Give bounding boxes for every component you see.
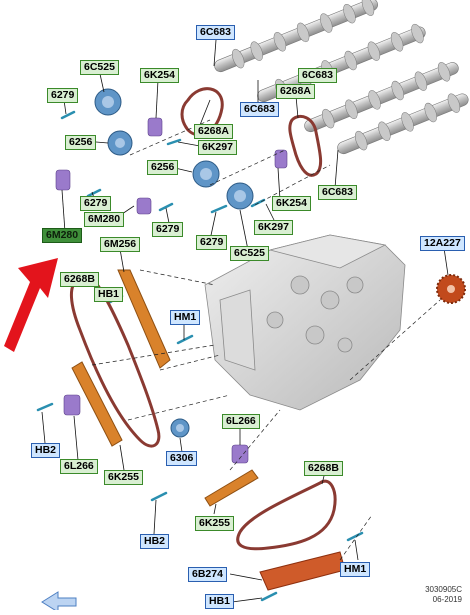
guide-right (204, 469, 259, 507)
label-6c525-top[interactable]: 6C525 (80, 60, 119, 75)
solenoid-right (274, 149, 288, 169)
label-6c683-top[interactable]: 6C683 (196, 25, 235, 40)
guide-bottom (259, 551, 346, 591)
label-hm1-upper[interactable]: HM1 (170, 310, 201, 325)
label-6279-top[interactable]: 6279 (47, 88, 79, 103)
label-6k254-top[interactable]: 6K254 (140, 68, 179, 83)
guide-left (71, 361, 123, 447)
label-6279-mid[interactable]: 6279 (152, 222, 184, 237)
camshaft-group (214, 0, 469, 155)
label-6k255-right[interactable]: 6K255 (195, 516, 234, 531)
label-6306[interactable]: 6306 (166, 451, 198, 466)
phaser-mid (192, 160, 220, 188)
label-6c683-right-a[interactable]: 6C683 (298, 68, 337, 83)
phaser-bolt-left (107, 130, 133, 156)
label-6268a-left[interactable]: 6268A (194, 124, 233, 139)
upper-chain-right (288, 115, 323, 177)
label-6c683-mid[interactable]: 6C683 (240, 102, 279, 117)
lower-chain-right (236, 479, 337, 551)
camshaft-3 (304, 62, 459, 133)
label-6m280-highlight[interactable]: 6M280 (42, 228, 83, 243)
phaser-lower (226, 182, 254, 210)
engine-block (204, 234, 406, 411)
label-6l266-right[interactable]: 6L266 (222, 414, 260, 429)
label-hm1-lower[interactable]: HM1 (340, 562, 371, 577)
label-6256-mid[interactable]: 6256 (147, 160, 179, 175)
label-6k297-lower[interactable]: 6K297 (254, 220, 293, 235)
document-number: 3030905C (425, 585, 462, 594)
lower-chain-left (70, 276, 161, 448)
label-6m256[interactable]: 6M256 (100, 237, 141, 252)
label-12a227[interactable]: 12A227 (420, 236, 465, 251)
document-date: 06-2019 (432, 595, 462, 604)
label-6256-left[interactable]: 6256 (65, 135, 97, 150)
label-6l266-left[interactable]: 6L266 (60, 459, 98, 474)
label-6279-lower[interactable]: 6279 (196, 235, 228, 250)
label-6k254-right[interactable]: 6K254 (272, 196, 311, 211)
label-hb2-lower[interactable]: HB2 (140, 534, 170, 549)
label-hb1-lower[interactable]: HB1 (205, 594, 235, 609)
crank-sprocket (436, 274, 466, 304)
guide-upper (117, 269, 171, 369)
camshaft-4 (337, 93, 469, 155)
label-hb1-upper[interactable]: HB1 (94, 287, 124, 302)
tensioner-left-body (63, 394, 81, 416)
label-hb2-left[interactable]: HB2 (31, 443, 61, 458)
label-6k297-top[interactable]: 6K297 (198, 140, 237, 155)
label-6279-mid-left[interactable]: 6279 (80, 196, 112, 211)
phaser-upper-left (94, 88, 122, 116)
tensioner-right-body (231, 444, 249, 464)
label-6b274[interactable]: 6B274 (188, 567, 227, 582)
camshaft-1 (214, 0, 378, 73)
red-arrow (4, 258, 58, 352)
label-6268b-right[interactable]: 6268B (304, 461, 343, 476)
label-6c683-lower[interactable]: 6C683 (318, 185, 357, 200)
label-6k255-left[interactable]: 6K255 (104, 470, 143, 485)
label-6268a-right[interactable]: 6268A (276, 84, 315, 99)
label-6c525-lower[interactable]: 6C525 (230, 246, 269, 261)
label-6m280[interactable]: 6M280 (84, 212, 125, 227)
view-direction-icon (41, 591, 77, 613)
solenoid-upper (147, 117, 163, 137)
cmp-sensor-mid (136, 197, 152, 215)
document-code: 3030905C 06-2019 (400, 585, 462, 605)
idler (170, 418, 190, 438)
label-6268b-left[interactable]: 6268B (60, 272, 99, 287)
cmp-sensor-left (55, 169, 71, 191)
